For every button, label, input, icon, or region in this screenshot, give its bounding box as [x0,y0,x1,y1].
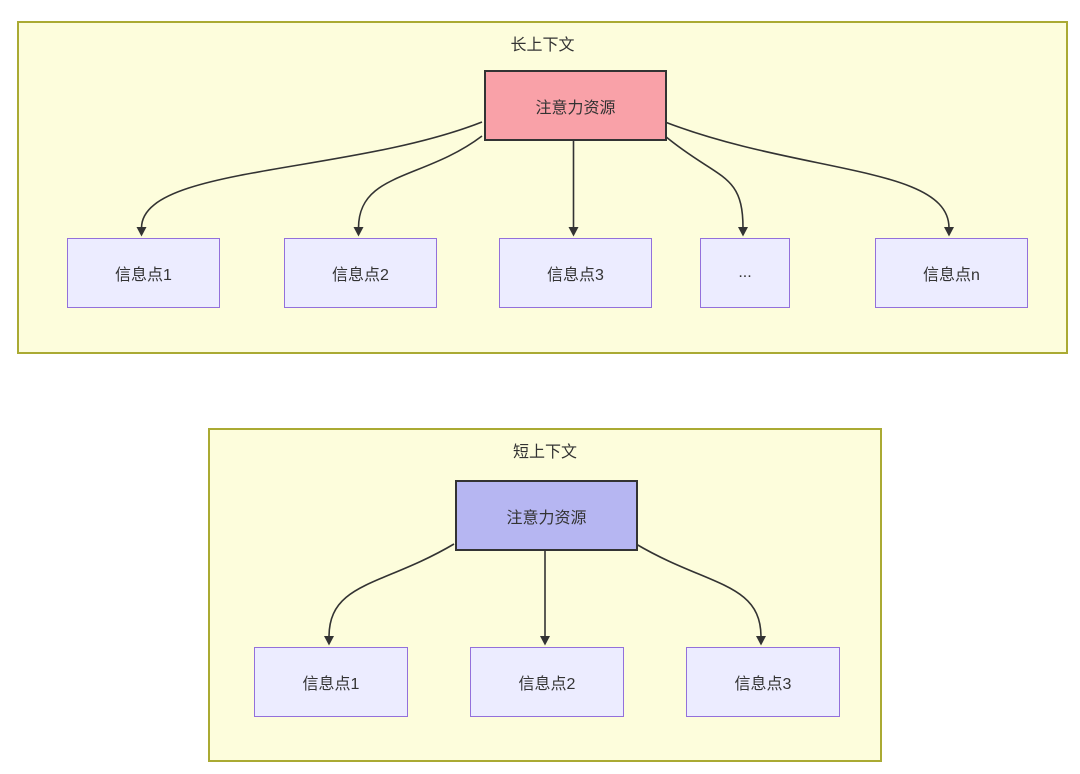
long-info-point-3: 信息点3 [499,238,652,308]
long-context-group: 长上下文 注意力资源 信息点1 信息点2 信息点3 ... 信息点n [17,21,1068,354]
long-attention-node: 注意力资源 [484,70,667,141]
short-attention-node: 注意力资源 [455,480,638,551]
long-info-point-ellipsis: ... [700,238,790,308]
short-context-group: 短上下文 注意力资源 信息点1 信息点2 信息点3 [208,428,882,762]
long-info-point-n: 信息点n [875,238,1028,308]
long-info-point-1: 信息点1 [67,238,220,308]
long-info-point-2: 信息点2 [284,238,437,308]
short-info-point-1: 信息点1 [254,647,408,717]
short-context-title: 短上下文 [512,444,577,461]
short-info-point-2: 信息点2 [470,647,624,717]
long-context-title: 长上下文 [510,37,575,54]
short-info-point-3: 信息点3 [686,647,840,717]
